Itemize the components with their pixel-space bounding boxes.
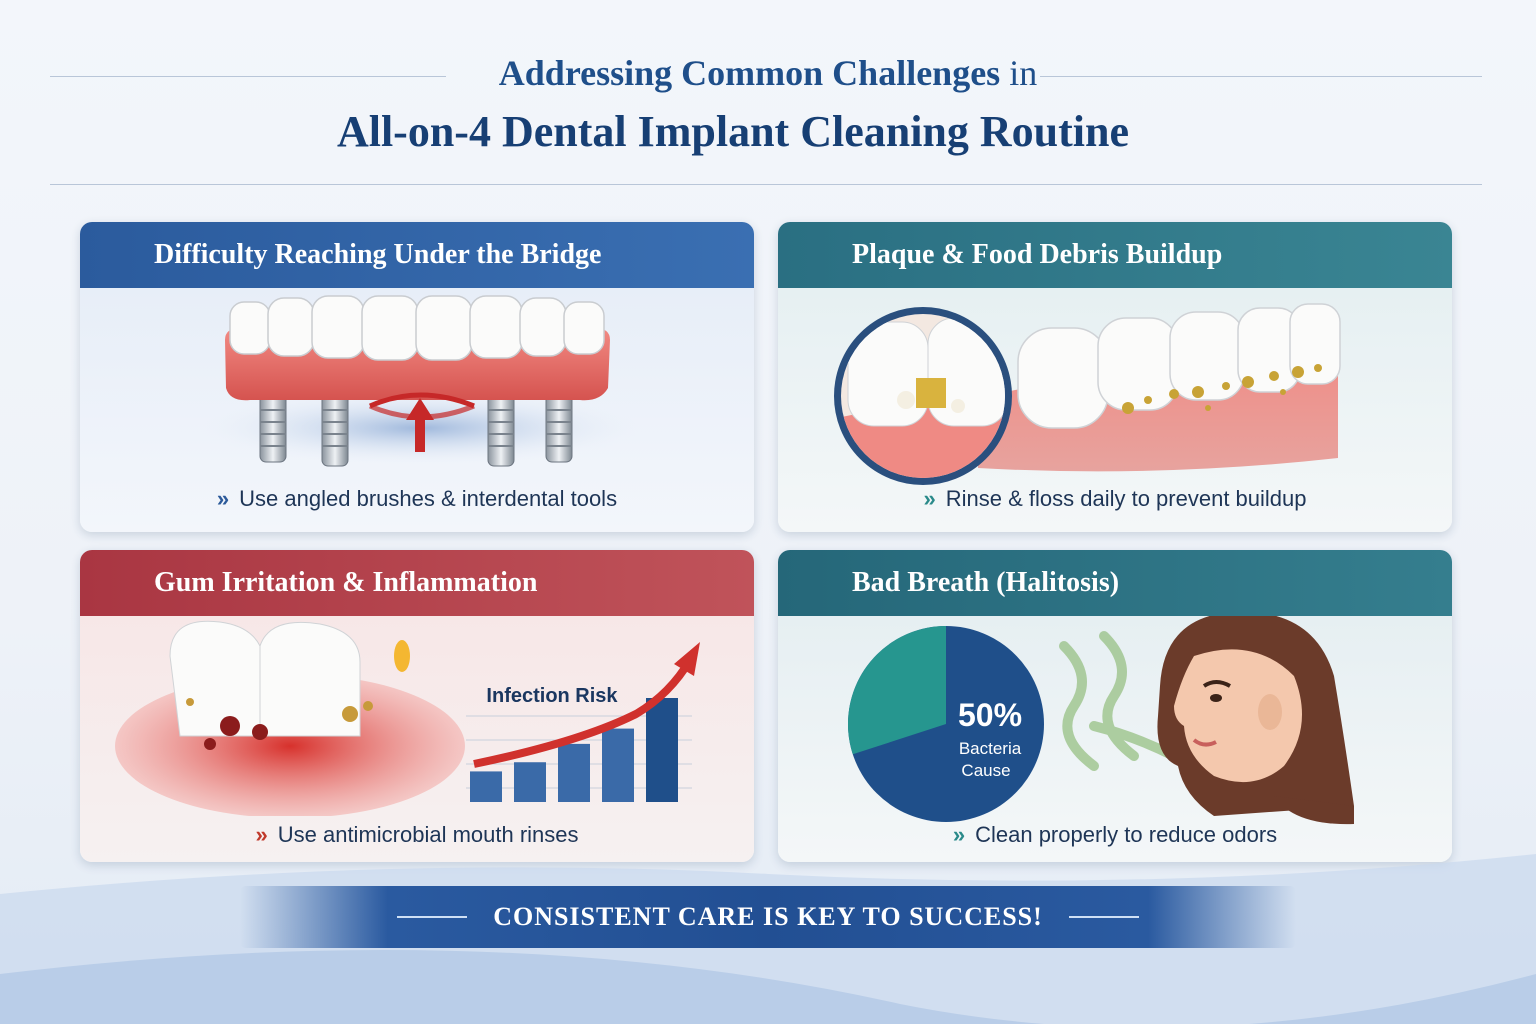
header-rule-right [1040,76,1482,77]
risk-bar [646,698,678,802]
banner-rule-right [1068,916,1139,918]
page-title: All-on-4 Dental Implant Cleaning Routine [336,107,1130,156]
double-chevron-icon: » [923,486,936,511]
inflamed-gum-illustration [115,620,465,816]
card-title: Plaque & Food Debris Buildup [852,239,1223,270]
tip-text: Use angled brushes & interdental tools [239,486,618,511]
header-rule-left [50,76,446,77]
risk-bar [602,728,634,802]
tip-line: » Rinse & floss daily to prevent buildup [778,486,1452,512]
risk-bar [470,771,502,802]
tip-text: Use antimicrobial mouth rinses [277,822,579,847]
card-header: Difficulty Reaching Under the Bridge [80,222,754,288]
footer-banner: CONSISTENT CARE IS KEY TO SUCCESS! [240,886,1296,948]
card-gum-irritation: Gum Irritation & Inflammation Infection … [80,550,754,862]
tip-line: » Use antimicrobial mouth rinses [80,822,754,848]
bacteria-pie-chart: 50% Bacteria Cause [848,626,1044,822]
card-plaque-buildup: Plaque & Food Debris Buildup [778,222,1452,532]
plaque-teeth-illustration [834,303,1341,485]
card-bad-breath: Bad Breath (Halitosis) 50% Bacteria Caus… [778,550,1452,862]
pie-slice-teal [848,626,946,755]
card-header: Bad Breath (Halitosis) [778,550,1452,616]
tip-text: Rinse & floss daily to prevent buildup [945,486,1307,511]
footer-banner-text: CONSISTENT CARE IS KEY TO SUCCESS! [493,902,1043,931]
title-line1-main: Addressing Common Challenges [498,53,1001,93]
card-reaching-under-bridge: Difficulty Reaching Under the Bridge [80,222,754,532]
double-chevron-icon: » [255,822,268,847]
card-title: Difficulty Reaching Under the Bridge [154,239,602,270]
pie-percent: 50% [958,697,1022,733]
risk-bar [558,743,590,802]
double-chevron-icon: » [952,822,966,847]
banner-rule-left [397,916,468,918]
implant-bridge-illustration [200,295,640,467]
risk-bar [514,762,546,802]
tip-text: Clean properly to reduce odors [975,822,1278,847]
double-chevron-icon: » [216,486,230,511]
card-header: Gum Irritation & Inflammation [80,550,754,616]
chart-label: Infection Risk [486,685,618,707]
pie-label-line2: Cause [961,761,1010,780]
infection-risk-chart: Infection Risk [466,642,700,802]
tip-line: » Clean properly to reduce odors [778,822,1452,848]
title-line1-suffix: in [1009,53,1038,93]
pie-label-line1: Bacteria [959,739,1022,758]
card-title: Gum Irritation & Inflammation [154,567,538,598]
tip-line: » Use angled brushes & interdental tools [80,486,754,512]
page-subtitle: Addressing Common Challenges in [0,52,1536,94]
card-title: Bad Breath (Halitosis) [852,567,1120,598]
header-rule-bottom [50,184,1482,185]
card-header: Plaque & Food Debris Buildup [778,222,1452,288]
woman-breath-illustration [1059,616,1354,825]
